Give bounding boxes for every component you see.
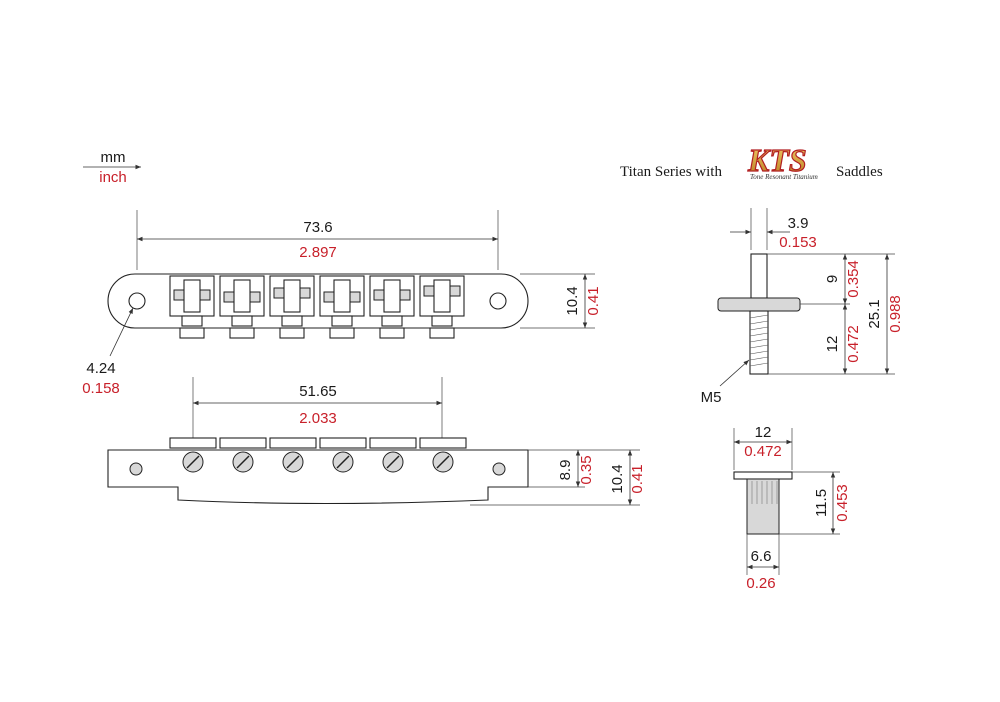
- stud-view: 3.9 0.153 9 0.354 12 0.472 25.1 0.988 M5: [701, 208, 904, 406]
- stud-post: [750, 253, 768, 299]
- bushing-dia-mm: 6.6: [751, 548, 772, 565]
- saddle-front: [219, 437, 267, 473]
- bushing-sleeve: [746, 478, 780, 535]
- bridge-top-view: 73.6 2.897: [82, 210, 602, 397]
- saddle-top: [269, 275, 315, 339]
- saddle-front: [169, 437, 217, 473]
- stud-dia-mm: 3.9: [788, 215, 809, 232]
- hole-leader: [109, 307, 134, 357]
- saddles-front: [169, 437, 467, 473]
- bushing-height-mm: 11.5: [813, 489, 830, 517]
- bushing-height-inch: 0.453: [834, 484, 851, 522]
- height-inch: 0.41: [585, 286, 602, 315]
- saddle-top: [419, 275, 465, 339]
- mount-hole-left: [128, 292, 146, 310]
- stud-dia-inch: 0.153: [779, 234, 817, 251]
- flange-mm: 12: [755, 424, 772, 441]
- stud-top-mm: 9: [824, 275, 841, 283]
- stud-thread-mm: 12: [824, 336, 841, 353]
- stud-total-inch: 0.988: [887, 295, 904, 333]
- header-prefix: Titan Series with: [620, 164, 722, 180]
- h2-inch: 0.41: [629, 464, 646, 493]
- legend-mm-label: mm: [101, 149, 126, 166]
- mount-hole-right: [489, 292, 507, 310]
- height-mm: 10.4: [564, 286, 581, 315]
- legend-inch-label: inch: [99, 169, 127, 186]
- saddle-front: [269, 437, 317, 473]
- front-hole-left: [129, 462, 143, 476]
- stud-top-inch: 0.354: [845, 260, 862, 298]
- length-mm: 73.6: [303, 219, 332, 236]
- bushing-flange: [733, 471, 793, 480]
- bushing-dia-inch: 0.26: [746, 575, 775, 592]
- front-hole-right: [492, 462, 506, 476]
- m5-leader: [719, 359, 750, 387]
- saddle-top: [169, 275, 215, 339]
- h2-mm: 10.4: [609, 464, 626, 493]
- saddle-front: [319, 437, 367, 473]
- saddles-top: [169, 275, 465, 339]
- logo-subtext: Tone Resonant Titanium: [750, 173, 818, 181]
- bridge-front-body: [107, 449, 529, 505]
- header-suffix: Saddles: [836, 164, 883, 180]
- bushing-view: 12 0.472 11.5 0.453 6.6 0.26: [733, 424, 851, 592]
- span-inch: 2.033: [299, 410, 337, 427]
- saddle-front: [369, 437, 417, 473]
- header: Titan Series with KTS Tone Resonant Tita…: [620, 141, 883, 181]
- kts-logo: KTS Tone Resonant Titanium: [746, 141, 832, 181]
- stud-total-mm: 25.1: [866, 299, 883, 328]
- saddle-front: [419, 437, 467, 473]
- saddle-top: [219, 275, 265, 339]
- stud-knurl-wheel: [717, 297, 801, 312]
- saddle-top: [319, 275, 365, 339]
- hole-mm: 4.24: [86, 360, 115, 377]
- flange-inch: 0.472: [744, 443, 782, 460]
- h1-inch: 0.35: [578, 455, 595, 484]
- h1-mm: 8.9: [557, 460, 574, 481]
- stud-thread-inch: 0.472: [845, 325, 862, 363]
- bridge-front-view: 51.65 2.033: [107, 377, 646, 506]
- length-inch: 2.897: [299, 244, 337, 261]
- saddle-top: [369, 275, 415, 339]
- thread-label: M5: [701, 389, 722, 406]
- logo-text: KTS: [747, 142, 807, 178]
- hole-inch: 0.158: [82, 380, 120, 397]
- unit-legend: mm inch: [83, 149, 141, 186]
- span-mm: 51.65: [299, 383, 337, 400]
- stud-thread: [749, 310, 769, 375]
